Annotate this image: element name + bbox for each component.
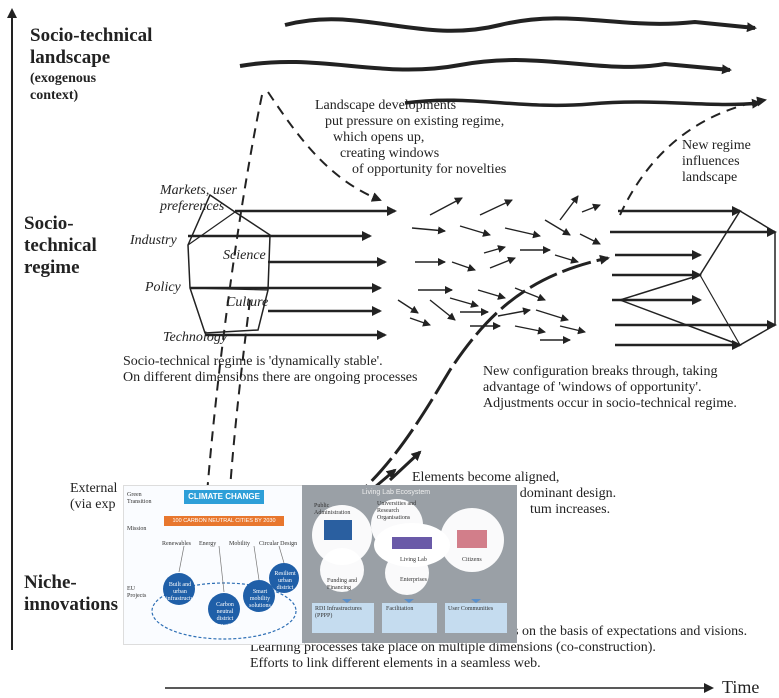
row-label: Mobility [229,541,251,547]
aligned-note: Elements become aligned, a dominant desi… [412,470,662,518]
note-line: New configuration breaks through, taking [483,364,718,379]
note-line: of opportunity for novelties [352,162,507,177]
dim-industry: Industry [130,233,177,248]
lab-box: User Communities [448,606,494,612]
regime-stable-note: Socio-technical regime is 'dynamically s… [123,354,463,386]
note-line: Elements become aligned, [412,470,560,485]
lab-label: Living Lab [400,557,427,563]
dim-policy: Policy [145,280,181,295]
side-label: Mission [127,526,147,532]
regime-title: Socio- technical regime [24,213,97,278]
lab-label: Public Administration [314,503,351,516]
dashed-pressure-right [267,91,382,202]
note-line: advantage of 'windows of opportunity'. [483,380,702,395]
lab-label: Universities and Research Organisations [377,501,417,521]
row-label: Energy [199,541,217,547]
regime-arrows-right [610,206,777,350]
overlay-living-lab: Living Lab Ecosystem Public Administrati… [302,485,517,643]
circle-label: Carbon neutral district innovations [211,602,239,629]
lab-label: Funding and Financing [327,578,358,591]
note-line: tum increases. [530,502,611,517]
living-lab-circles [312,499,507,633]
note-line: a dominant design. [510,486,617,501]
landscape-subtitle-2: context) [30,88,79,103]
note-line: Efforts to link different elements in a … [250,656,541,671]
landscape-subtitle-1: (exogenous [30,71,97,86]
dim-science: Science [223,248,266,263]
dim-culture: Culture [226,295,269,310]
niche-arrow-2 [388,450,422,482]
note-line: s on the basis of expectations and visio… [513,624,748,639]
lab-box: RDI Infrastructures (PPPP) [315,606,362,619]
note-line: (via exp [70,497,116,512]
lab-label: Enterprises [400,577,427,583]
note-line: creating windows [340,146,440,161]
overlay-climate-mission: Green Transition Mission EU Projects CLI… [123,485,305,645]
time-label: Time [722,677,760,697]
landscape-arrow-2 [239,58,732,75]
row-label: Renewables [162,541,191,547]
living-lab-title: Living Lab Ecosystem [362,489,431,496]
breakthrough-note: New configuration breaks through, taking… [483,364,779,412]
note-line: put pressure on existing regime, [325,114,505,129]
circle-label: Smart mobility solutions [249,589,271,609]
carbon-cities-banner: 100 CARBON NEUTRAL CITIES BY 2030 [164,516,284,526]
note-line: landscape [682,170,738,185]
side-label: EU Projects [127,586,147,599]
row-label: Circular Design [259,541,298,547]
note-line: Socio-technical regime is 'dynamically s… [123,354,383,369]
note-line: On different dimensions there are ongoin… [123,370,418,385]
circle-label: Built and urban infrastructure [166,582,199,602]
note-line: Landscape developments [315,98,457,113]
dim-technology: Technology [163,330,228,345]
note-line: External [70,481,118,496]
niche-title: Niche- innovations [24,572,118,615]
mission-circles [151,545,299,640]
regime-arrows-left [188,206,397,340]
landscape-arrow-3 [404,98,762,109]
dim-markets: Markets, user preferences [160,183,237,214]
note-line: Learning processes take place on multipl… [250,640,656,655]
climate-change-banner: CLIMATE CHANGE [184,490,264,504]
note-line: Adjustments occur in socio-technical reg… [483,396,737,411]
landscape-title: Socio-technical landscape [30,25,153,68]
note-line: influences [682,154,740,169]
landscape-arrow-1 [284,16,757,33]
new-regime-note: New regime influences landscape [682,138,772,186]
note-line: which opens up, [333,130,425,145]
lab-label: Citizens [462,557,482,563]
external-note: External (via exp [70,481,130,513]
note-line: New regime [682,138,751,153]
breakthrough-curve [344,254,610,507]
landscape-dev-note: Landscape developments put pressure on e… [315,98,545,178]
circle-label: Resilient urban district [274,571,296,591]
dashed-feedback [619,96,767,216]
learning-note: s on the basis of expectations and visio… [250,624,775,672]
regime-hexagon-left [187,193,271,334]
side-label: Green Transition [127,492,152,505]
lab-box: Facilitation [386,606,414,612]
